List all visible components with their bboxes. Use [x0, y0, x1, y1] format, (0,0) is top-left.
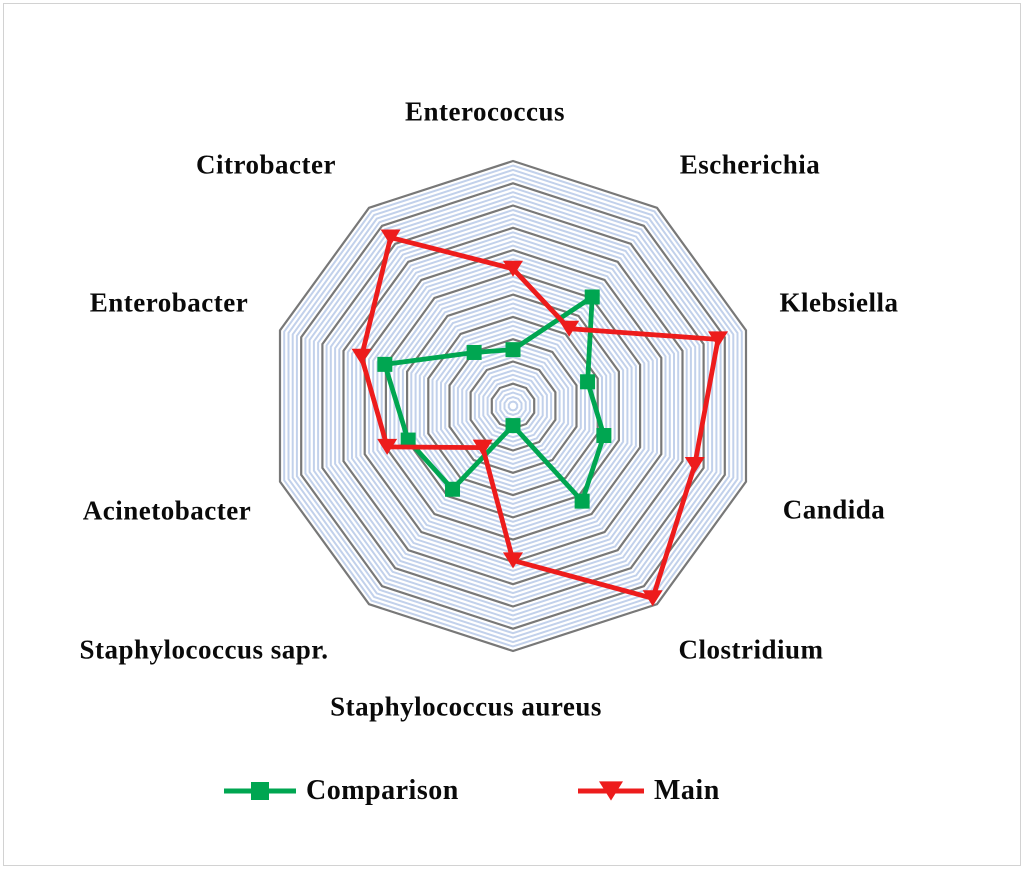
legend: Comparison Main: [0, 769, 1024, 813]
legend-item-main: Main: [578, 769, 720, 813]
axis-label-staphylococcus-aureus: Staphylococcus aureus: [330, 691, 602, 722]
axis-label-staphylococcus-sapr: Staphylococcus sapr.: [79, 634, 329, 665]
axis-label-candida: Candida: [782, 494, 886, 525]
square-marker-icon: [224, 782, 296, 800]
axis-label-citrobacter: Citrobacter: [196, 149, 336, 180]
axis-label-enterococcus: Enterococcus: [405, 96, 565, 127]
axis-label-clostridium: Clostridium: [678, 634, 824, 665]
axis-label-escherichia: Escherichia: [679, 149, 821, 180]
axis-label-acinetobacter: Acinetobacter: [82, 495, 252, 526]
legend-label-main: Main: [654, 775, 720, 806]
legend-item-comparison: Comparison: [224, 769, 459, 813]
triangle-down-marker-icon: [578, 781, 644, 801]
legend-label-comparison: Comparison: [306, 775, 459, 806]
axis-label-enterobacter: Enterobacter: [89, 287, 249, 318]
axis-label-klebsiella: Klebsiella: [779, 287, 899, 318]
